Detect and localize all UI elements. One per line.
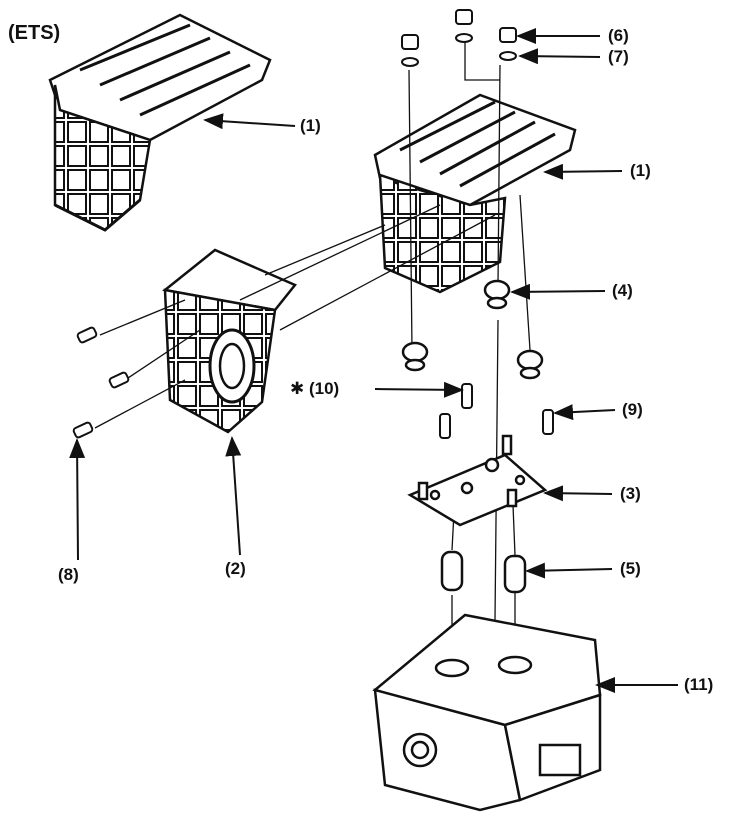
callout-1a: (1) — [300, 116, 321, 135]
collars — [440, 550, 527, 594]
callout-3: (3) — [620, 484, 641, 503]
ets-bracket-part — [48, 13, 272, 232]
callout-1b: (1) — [630, 161, 651, 180]
callout-4: (4) — [612, 281, 633, 300]
callout-7: (7) — [608, 47, 629, 66]
callout-10: ✱ (10) — [290, 379, 340, 398]
callout-6: (6) — [608, 26, 629, 45]
cover-part — [162, 248, 297, 434]
rubber-mounts — [401, 279, 544, 380]
muffler-protector — [372, 613, 602, 812]
callout-leaders — [69, 28, 678, 693]
callout-8: (8) — [58, 565, 79, 584]
mounting-plate — [407, 434, 548, 527]
diagram-title: (ETS) — [8, 22, 61, 44]
screws — [72, 326, 554, 439]
callout-11: (11) — [684, 675, 714, 694]
callout-9: (9) — [622, 400, 643, 419]
nuts-and-washers — [401, 9, 517, 67]
callout-5: (5) — [620, 559, 641, 578]
callout-2: (2) — [225, 559, 246, 578]
